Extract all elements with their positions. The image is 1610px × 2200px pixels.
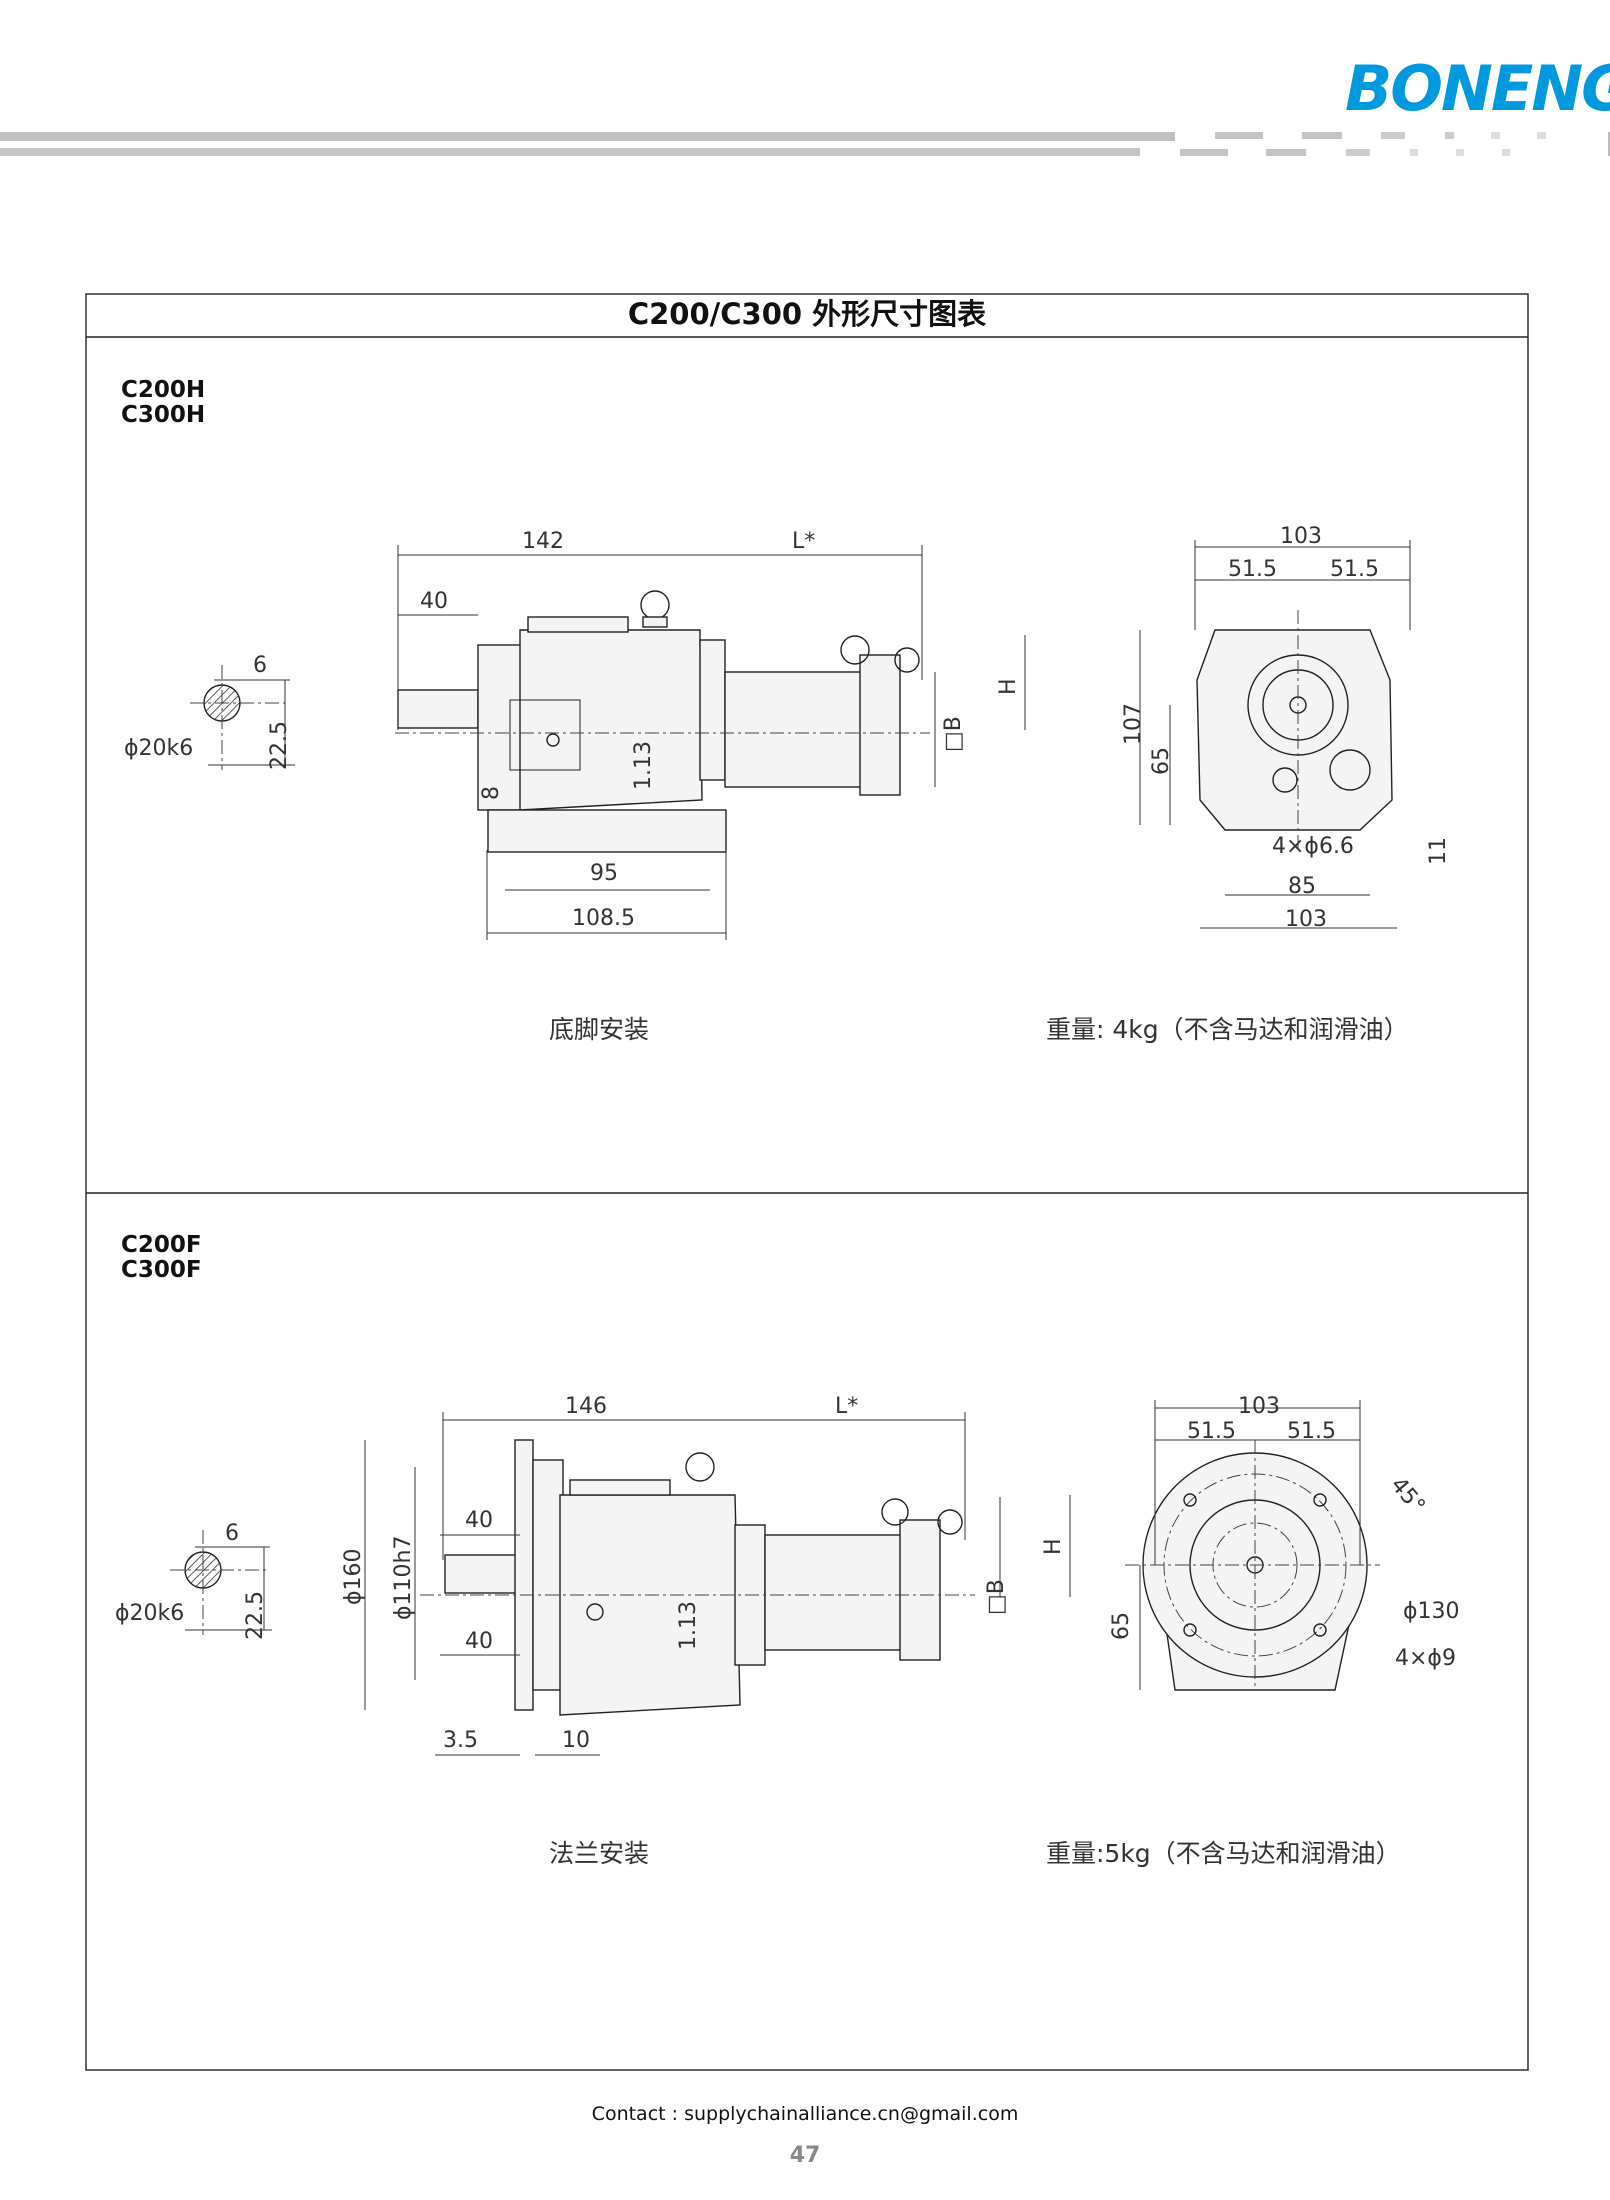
dim-label: ϕ20k6: [115, 1601, 184, 1626]
weight-note: 重量: 4kg（不含马达和润滑油）: [1046, 1015, 1409, 1044]
dim-label: 4×ϕ9: [1395, 1646, 1456, 1671]
dim-label: 40: [465, 1508, 493, 1533]
dim-label: L*: [835, 1394, 858, 1419]
dim-label: 142: [522, 529, 564, 554]
dim-label: 103: [1238, 1394, 1280, 1419]
dim-label: □B: [941, 716, 966, 752]
dim-label: ϕ160: [341, 1548, 366, 1605]
dim-label: 103: [1285, 907, 1327, 932]
model-label: C300F: [121, 1257, 202, 1283]
dim-label: 10: [562, 1728, 590, 1753]
dim-label: 51.5: [1330, 557, 1379, 582]
dim-label: 22.5: [267, 721, 292, 770]
weight-note: 重量:5kg（不含马达和润滑油）: [1046, 1839, 1401, 1868]
mount-caption: 法兰安装: [549, 1839, 649, 1868]
dim-label: 6: [253, 653, 267, 678]
dim-label: 65: [1109, 1612, 1134, 1640]
dim-label: 51.5: [1187, 1419, 1236, 1444]
shaft-section-view: 6 ϕ20k6 22.5: [115, 1521, 272, 1640]
dim-label: □B: [984, 1579, 1009, 1615]
dim-label: 107: [1121, 703, 1146, 745]
dim-label: 40: [420, 589, 448, 614]
dim-label: 11: [1426, 837, 1451, 865]
side-view-drawing: 103 51.5 51.5 45° ϕ130 4×ϕ9 65: [1109, 1394, 1460, 1691]
side-view-drawing: 103 51.5 51.5 107 65 4×ϕ6.6 11 85 103: [1121, 524, 1451, 932]
header-stripes: [0, 132, 1610, 156]
dim-label: ϕ20k6: [124, 736, 193, 761]
dim-label: 1.13: [676, 1601, 701, 1650]
dim-label: 22.5: [243, 1591, 268, 1640]
dim-label: 1.13: [631, 741, 656, 790]
dim-label: 45°: [1385, 1473, 1429, 1519]
contact-text: Contact : supplychainalliance.cn@gmail.c…: [592, 2103, 1019, 2125]
foot-mount-section: C200H C300H 6 ϕ20k6 22.5 142 L* 40 8 1.1…: [121, 377, 1451, 1044]
shaft-section-view: 6 ϕ20k6 22.5: [124, 653, 295, 770]
dim-label: 65: [1149, 747, 1174, 775]
table-frame: [85, 293, 1529, 2071]
dim-label: 8: [479, 786, 504, 800]
dim-label: 4×ϕ6.6: [1272, 834, 1354, 859]
front-view-drawing: 146 L* 40 40 ϕ160 ϕ110h7 1.13 □B H 3.5 1…: [341, 1394, 1071, 1756]
dim-label: H: [996, 678, 1021, 695]
dim-label: 51.5: [1228, 557, 1277, 582]
model-label: C200H: [121, 377, 205, 403]
page-number: 47: [790, 2143, 821, 2168]
mount-caption: 底脚安装: [549, 1015, 649, 1044]
dim-label: 3.5: [443, 1728, 478, 1753]
front-view-drawing: 142 L* 40 8 1.13 □B H 95 108.5: [395, 529, 1026, 940]
dim-label: 6: [225, 1521, 239, 1546]
model-label: C300H: [121, 402, 205, 428]
dim-label: H: [1041, 1538, 1066, 1555]
brand-logo: BONENG: [1345, 52, 1610, 125]
dim-label: L*: [792, 529, 815, 554]
dim-label: ϕ110h7: [391, 1536, 416, 1620]
dim-label: 103: [1280, 524, 1322, 549]
dim-label: 146: [565, 1394, 607, 1419]
dim-label: ϕ130: [1403, 1599, 1460, 1624]
dim-label: 40: [465, 1629, 493, 1654]
flange-mount-section: C200F C300F 6 ϕ20k6 22.5 146 L* 40 40 ϕ1…: [115, 1232, 1460, 1868]
table-title: C200/C300 外形尺寸图表: [628, 297, 986, 331]
dim-label: 51.5: [1287, 1419, 1336, 1444]
dim-label: 95: [590, 861, 618, 886]
model-label: C200F: [121, 1232, 202, 1258]
dim-label: 85: [1288, 874, 1316, 899]
dim-label: 108.5: [572, 906, 635, 931]
